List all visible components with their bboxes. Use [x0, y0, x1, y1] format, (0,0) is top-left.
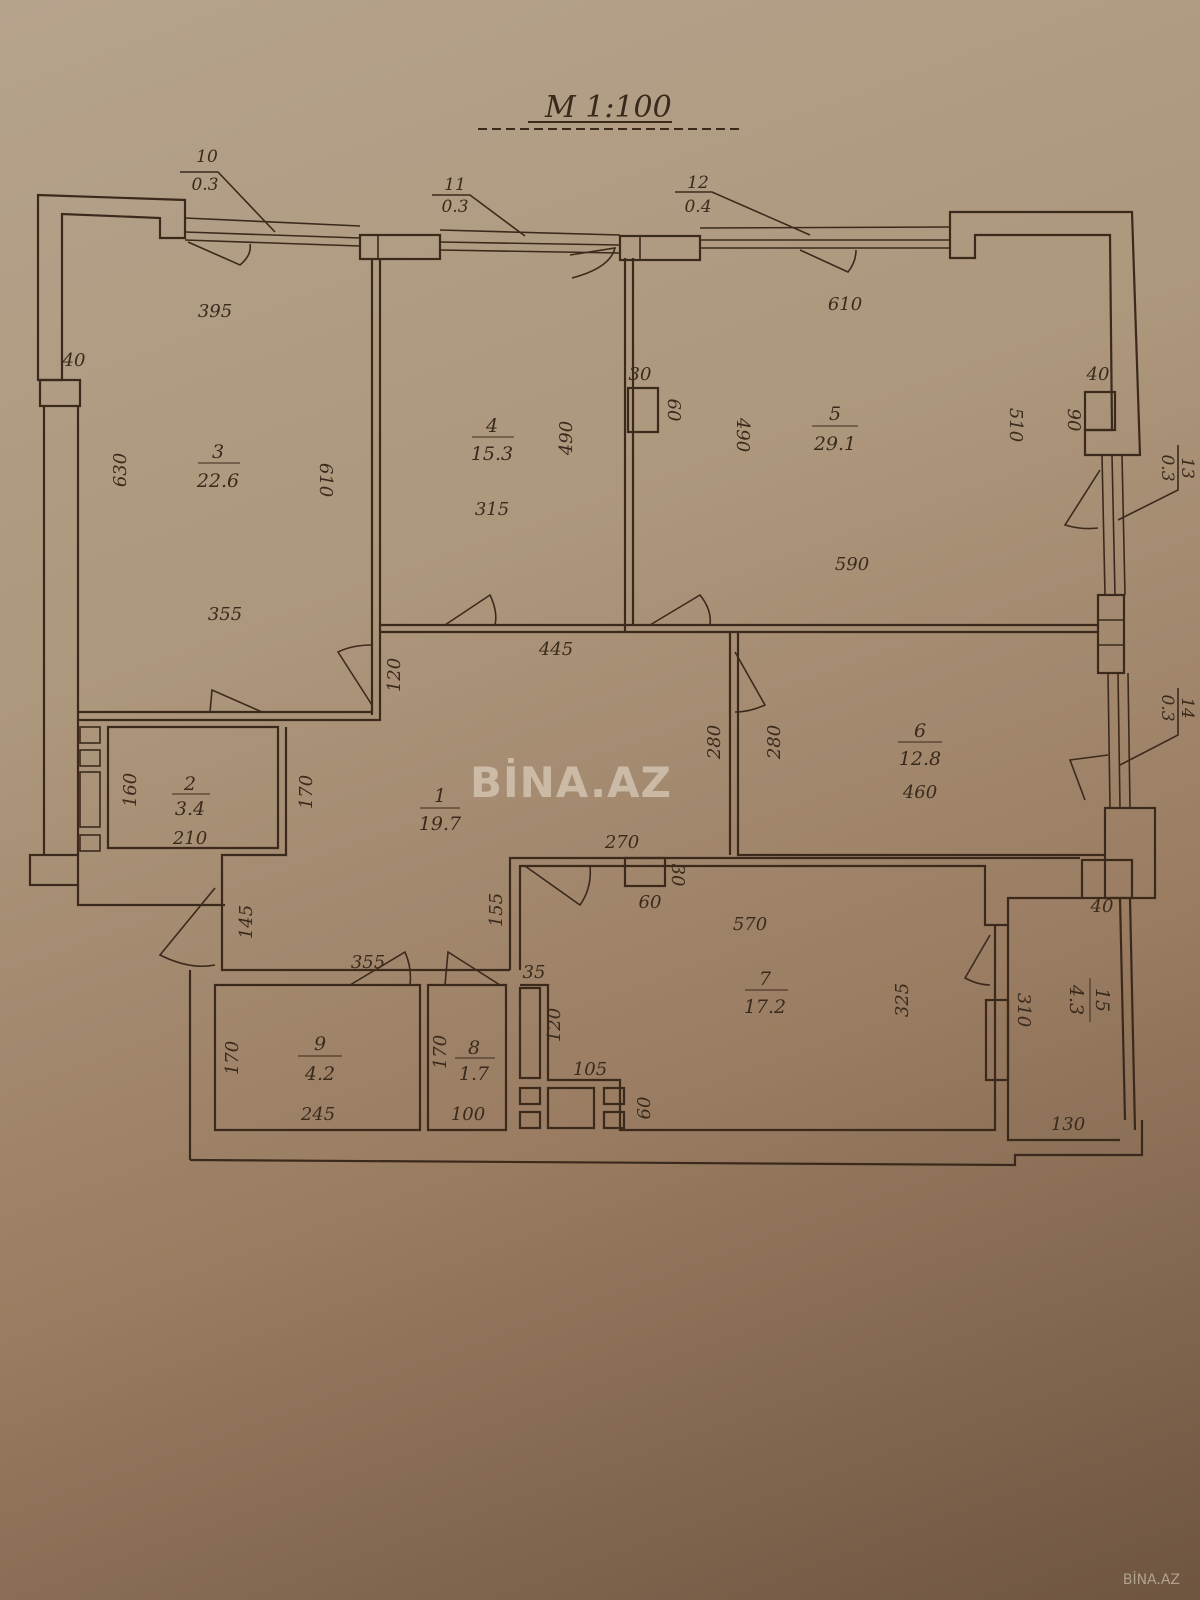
svg-text:170: 170	[430, 1035, 451, 1069]
svg-text:310: 310	[1013, 993, 1034, 1027]
watermark-corner-logo: BİNA.AZ	[1122, 1572, 1180, 1588]
svg-text:120: 120	[384, 658, 405, 692]
room-6-area: 12.8	[899, 748, 941, 770]
room-13-area: 0.3	[1157, 454, 1177, 481]
svg-text:210: 210	[172, 828, 207, 849]
svg-text:40: 40	[1086, 364, 1110, 385]
door-icon	[649, 593, 712, 626]
outer-walls	[28, 193, 1157, 1167]
room-2-area: 3.4	[175, 798, 205, 820]
svg-text:155: 155	[486, 893, 507, 927]
svg-text:460: 460	[902, 782, 937, 803]
room-1-number: 1	[434, 785, 446, 807]
leader-lines	[180, 171, 1179, 766]
door-icon	[444, 593, 497, 626]
svg-text:120: 120	[544, 1008, 565, 1042]
svg-text:355: 355	[208, 604, 242, 625]
svg-text:270: 270	[604, 832, 639, 853]
room-14-area: 0.3	[1157, 694, 1177, 721]
room-15-area: 4.3	[1065, 984, 1087, 1015]
interior-walls	[78, 258, 1120, 1142]
door-icon	[444, 950, 501, 986]
room-10-number: 10	[196, 147, 218, 167]
svg-text:145: 145	[236, 905, 257, 939]
room-4-number: 4	[485, 415, 498, 437]
svg-text:160: 160	[120, 773, 141, 807]
watermark-logo: BİNA.AZ	[470, 758, 672, 807]
door-icon	[1068, 754, 1109, 801]
room-2-number: 2	[183, 773, 196, 795]
room-1-area: 19.7	[419, 813, 462, 835]
svg-text:60: 60	[634, 1097, 655, 1120]
door-icon	[799, 249, 857, 273]
door-icon	[524, 865, 592, 907]
room-6-number: 6	[914, 720, 926, 742]
svg-text:325: 325	[892, 983, 913, 1017]
door-icon	[963, 934, 991, 986]
door-icon	[158, 887, 216, 968]
room-8-number: 8	[468, 1037, 480, 1059]
room-10-area: 0.3	[191, 175, 218, 195]
svg-text:130: 130	[1051, 1114, 1085, 1135]
room-12-area: 0.4	[684, 197, 711, 217]
room-11-number: 11	[444, 175, 466, 195]
room-7-number: 7	[759, 968, 772, 990]
room-labels: 1 19.7 2 3.4 3 22.6 4 15.3 5 29.1 6 12.8…	[172, 147, 1197, 1085]
room-3-area: 22.6	[196, 470, 239, 492]
svg-text:245: 245	[300, 1104, 335, 1125]
room-3-number: 3	[212, 441, 224, 463]
svg-text:60: 60	[663, 399, 684, 422]
svg-text:30: 30	[667, 864, 688, 887]
door-icon	[569, 247, 617, 279]
svg-text:60: 60	[639, 892, 662, 913]
svg-text:280: 280	[764, 725, 785, 760]
svg-text:170: 170	[222, 1041, 243, 1075]
svg-text:610: 610	[315, 463, 336, 497]
room-4-area: 15.3	[471, 443, 513, 465]
room-11-area: 0.3	[441, 197, 468, 217]
svg-text:40: 40	[1090, 896, 1114, 917]
svg-text:105: 105	[573, 1059, 607, 1080]
svg-text:100: 100	[451, 1104, 485, 1125]
door-icon	[734, 651, 767, 713]
svg-text:510: 510	[1005, 408, 1026, 442]
svg-text:170: 170	[296, 775, 317, 809]
svg-text:395: 395	[198, 301, 232, 322]
room-8-area: 1.7	[459, 1063, 490, 1085]
svg-text:40: 40	[62, 350, 86, 371]
svg-text:90: 90	[1063, 409, 1084, 432]
svg-text:570: 570	[733, 914, 767, 935]
door-swings	[158, 241, 1109, 986]
door-icon	[336, 644, 373, 706]
room-14-number: 14	[1177, 697, 1197, 719]
svg-text:590: 590	[835, 554, 869, 575]
room-5-number: 5	[829, 403, 841, 425]
room-5-area: 29.1	[813, 433, 856, 455]
room-9-area: 4.2	[304, 1063, 335, 1085]
room-13-number: 13	[1177, 457, 1197, 479]
svg-text:490: 490	[556, 421, 577, 456]
room-12-number: 12	[687, 173, 709, 193]
room-9-number: 9	[314, 1033, 326, 1055]
svg-text:315: 315	[475, 499, 509, 520]
svg-text:490: 490	[732, 417, 753, 452]
door-icon	[187, 241, 252, 266]
dimension-labels: 395 40 355 630 610 315 490 30 60 610 490…	[62, 294, 1114, 1135]
svg-text:355: 355	[351, 952, 385, 973]
svg-text:30: 30	[629, 364, 652, 385]
svg-text:35: 35	[523, 962, 546, 983]
svg-text:610: 610	[828, 294, 862, 315]
svg-text:630: 630	[110, 453, 131, 487]
room-7-area: 17.2	[744, 996, 786, 1018]
room-15-number: 15	[1091, 988, 1113, 1012]
door-icon	[209, 688, 263, 713]
svg-text:445: 445	[538, 639, 573, 660]
svg-text:280: 280	[704, 725, 725, 760]
door-icon	[1063, 469, 1101, 530]
door-icon	[349, 950, 412, 986]
scale-title: M 1:100	[544, 90, 672, 125]
